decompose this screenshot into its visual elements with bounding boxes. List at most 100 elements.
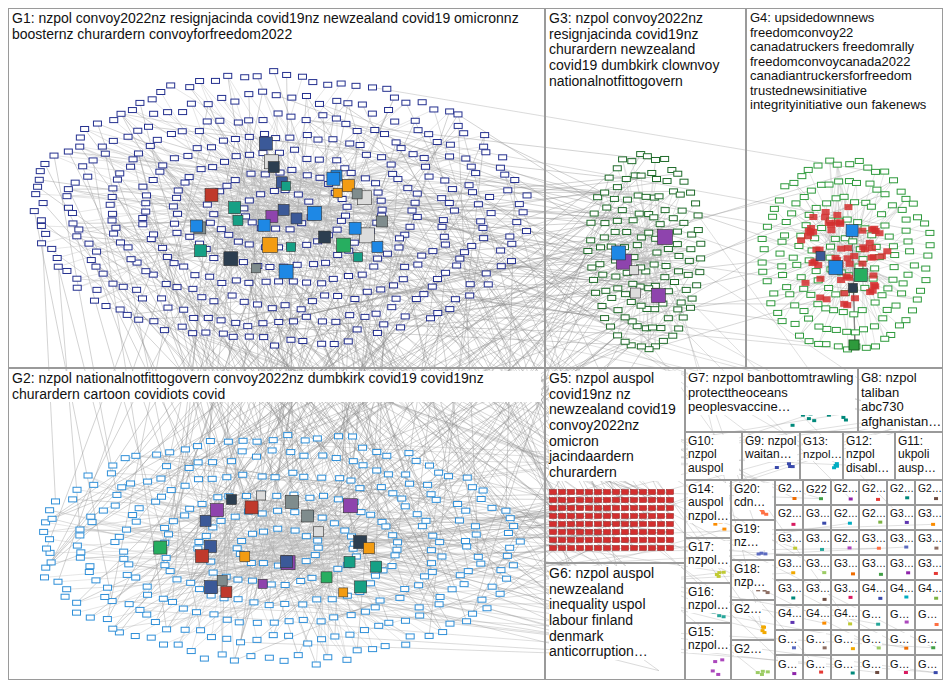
vertex-icon bbox=[131, 634, 139, 639]
vertex-icon bbox=[194, 477, 202, 482]
vertex-icon bbox=[467, 164, 475, 169]
vertex-icon bbox=[189, 331, 197, 336]
vertex-icon bbox=[559, 498, 566, 503]
avatar-icon bbox=[229, 202, 241, 214]
vertex-icon bbox=[717, 575, 721, 578]
vertex-icon bbox=[711, 669, 715, 672]
vertex-icon bbox=[651, 307, 659, 312]
vertex-icon bbox=[206, 274, 214, 279]
vertex-icon bbox=[318, 281, 326, 286]
vertex-icon bbox=[73, 285, 81, 290]
vertex-icon bbox=[294, 192, 302, 197]
vertex-icon bbox=[429, 533, 437, 538]
vertex-icon bbox=[604, 546, 611, 551]
vertex-icon bbox=[299, 602, 307, 607]
group-box: G… bbox=[803, 630, 831, 655]
group-box: G11: ukpoli ausp… bbox=[895, 432, 943, 480]
vertex-icon bbox=[796, 333, 804, 338]
vertex-icon bbox=[613, 538, 620, 543]
group-label: G3… bbox=[778, 533, 802, 544]
vertex-icon bbox=[795, 243, 803, 248]
vertex-icon bbox=[878, 521, 882, 524]
vertex-icon bbox=[402, 100, 410, 105]
vertex-icon bbox=[268, 448, 276, 453]
vertex-icon bbox=[324, 82, 332, 87]
vertex-icon bbox=[393, 547, 401, 552]
group-label: G18: nzp… bbox=[734, 563, 772, 590]
vertex-icon bbox=[347, 170, 355, 175]
vertex-icon bbox=[108, 194, 116, 199]
vertex-icon bbox=[416, 613, 424, 618]
vertex-icon bbox=[791, 321, 799, 326]
vertex-icon bbox=[320, 493, 328, 498]
vertex-icon bbox=[267, 582, 275, 587]
vertex-icon bbox=[153, 137, 161, 142]
vertex-icon bbox=[350, 240, 358, 245]
vertex-icon bbox=[908, 308, 916, 313]
vertex-icon bbox=[876, 498, 880, 501]
group-box: G2… bbox=[859, 480, 887, 505]
vertex-icon bbox=[234, 120, 242, 125]
vertex-icon bbox=[902, 318, 910, 323]
vertex-icon bbox=[878, 597, 882, 600]
group-label: G3… bbox=[918, 558, 942, 569]
vertex-icon bbox=[481, 133, 489, 138]
group-box: G… bbox=[859, 605, 887, 630]
vertex-icon bbox=[142, 201, 150, 206]
vertex-icon bbox=[248, 578, 256, 583]
vertex-icon bbox=[194, 460, 202, 465]
vertex-icon bbox=[223, 617, 231, 622]
vertex-icon bbox=[42, 565, 50, 570]
vertex-icon bbox=[433, 277, 441, 282]
vertex-icon bbox=[478, 597, 486, 602]
vertex-icon bbox=[791, 303, 799, 308]
vertex-icon bbox=[109, 463, 117, 468]
vertex-icon bbox=[471, 524, 479, 529]
vertex-icon bbox=[298, 74, 306, 79]
vertex-icon bbox=[64, 187, 72, 192]
vertex-icon bbox=[577, 490, 584, 495]
vertex-icon bbox=[456, 573, 464, 578]
vertex-icon bbox=[870, 282, 878, 288]
vertex-icon bbox=[881, 336, 889, 341]
vertex-icon bbox=[635, 211, 643, 216]
vertex-icon bbox=[684, 272, 692, 277]
vertex-icon bbox=[181, 447, 189, 452]
vertex-icon bbox=[353, 327, 361, 332]
vertex-icon bbox=[186, 234, 194, 239]
vertex-icon bbox=[363, 289, 371, 294]
vertex-icon bbox=[649, 506, 656, 511]
vertex-icon bbox=[290, 319, 298, 324]
vertex-icon bbox=[373, 449, 381, 454]
vertex-icon bbox=[871, 344, 879, 349]
vertex-icon bbox=[464, 569, 472, 574]
vertex-icon bbox=[272, 93, 280, 98]
vertex-icon bbox=[462, 156, 470, 161]
vertex-icon bbox=[825, 285, 833, 290]
vertex-icon bbox=[184, 153, 192, 158]
group-box: G22 bbox=[803, 480, 831, 505]
vertex-icon bbox=[390, 283, 398, 288]
group-box: G… bbox=[887, 605, 915, 630]
vertex-icon bbox=[117, 111, 125, 116]
vertex-icon bbox=[68, 211, 76, 216]
vertex-icon bbox=[868, 245, 876, 251]
vertex-icon bbox=[550, 506, 557, 511]
vertex-icon bbox=[831, 236, 839, 241]
vertex-icon bbox=[822, 209, 830, 215]
vertex-icon bbox=[504, 188, 512, 193]
group-label: G17: nzpol… bbox=[688, 541, 729, 568]
avatar-icon bbox=[210, 504, 223, 517]
vertex-icon bbox=[858, 261, 866, 267]
vertex-icon bbox=[658, 546, 665, 551]
avatar-icon bbox=[279, 265, 293, 279]
vertex-icon bbox=[191, 273, 199, 278]
vertex-icon bbox=[359, 445, 367, 450]
vertex-icon bbox=[802, 280, 810, 286]
vertex-icon bbox=[303, 242, 311, 247]
vertex-icon bbox=[381, 644, 389, 649]
vertex-icon bbox=[435, 602, 443, 607]
vertex-icon bbox=[807, 292, 815, 297]
avatar-icon bbox=[196, 550, 209, 563]
group-label: G14: auspol nzpol… bbox=[688, 483, 729, 523]
